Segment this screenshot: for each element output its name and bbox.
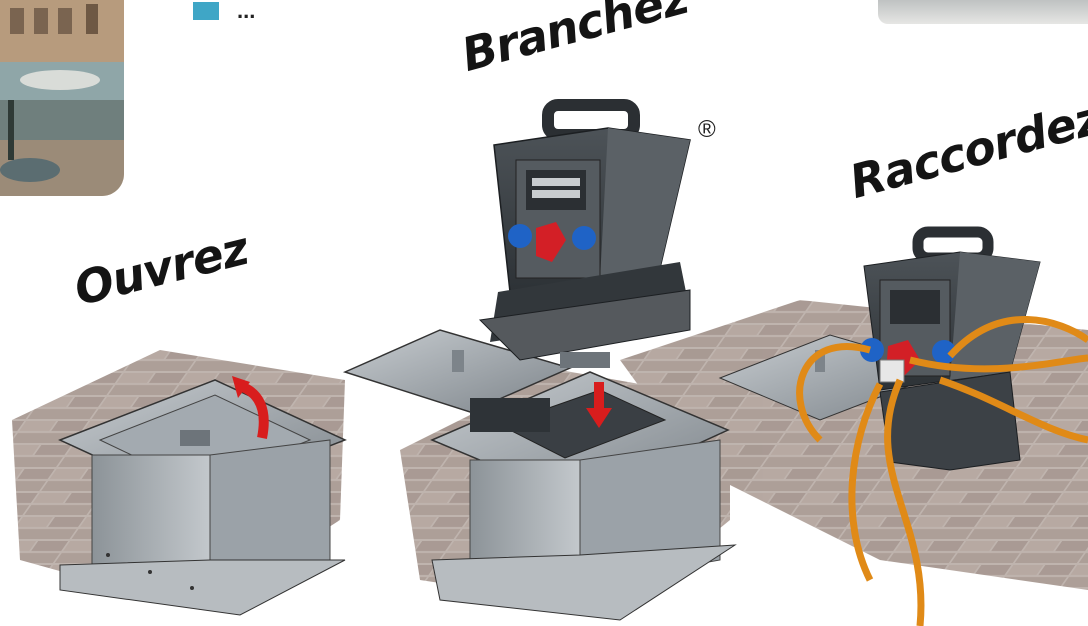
power-cabinet-branchez	[480, 105, 690, 368]
registered-mark: ®	[698, 116, 716, 144]
